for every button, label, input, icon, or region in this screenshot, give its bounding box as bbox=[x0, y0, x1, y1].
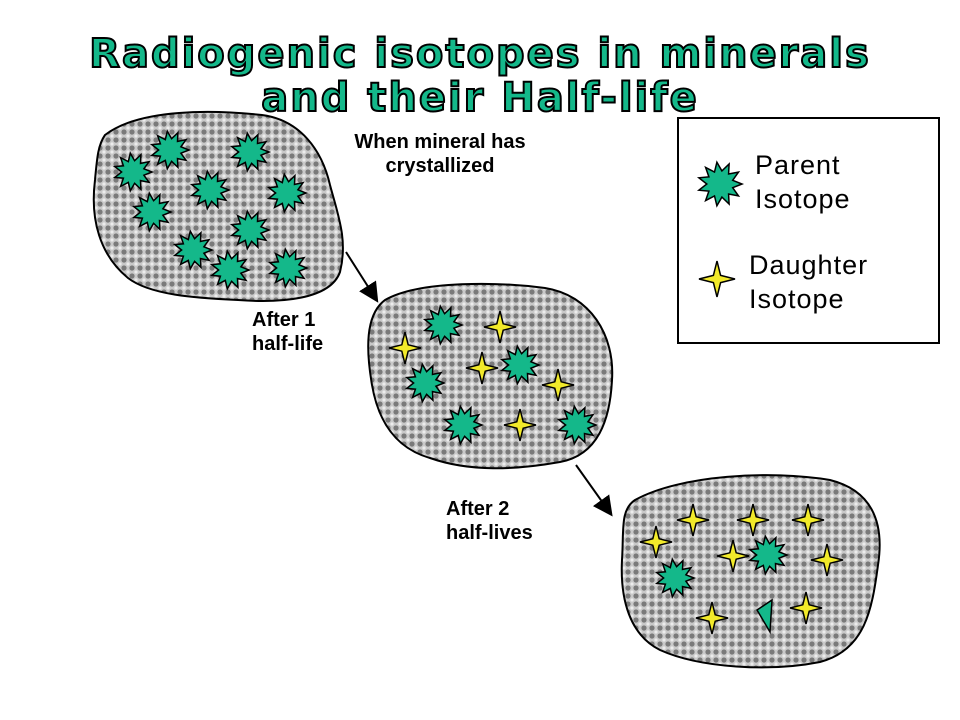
two-half-lives-label: After 2 half-lives bbox=[446, 497, 533, 545]
daughter-isotope bbox=[810, 543, 844, 577]
daughter-isotope bbox=[483, 310, 517, 344]
parent-isotope bbox=[267, 247, 310, 289]
one-half-life-label: After 1 half-life bbox=[252, 308, 323, 356]
daughter-isotope bbox=[736, 503, 770, 537]
daughter-isotope bbox=[789, 591, 823, 625]
mineral-grain-two-half-lives bbox=[620, 474, 881, 669]
daughter-isotope bbox=[695, 601, 729, 635]
parent-isotope bbox=[229, 209, 272, 251]
legend-box: Parent Isotope Daughter Isotope bbox=[677, 117, 940, 344]
parent-isotope bbox=[654, 557, 697, 599]
one-half-life-label-line-1: After 1 bbox=[252, 309, 316, 331]
parent-isotope bbox=[422, 304, 465, 346]
daughter-isotope bbox=[541, 368, 575, 402]
parent-isotope bbox=[229, 131, 272, 173]
parent-isotope bbox=[266, 172, 309, 214]
crystallized-label-line-2: crystallized bbox=[385, 155, 495, 177]
daughter-isotope bbox=[676, 503, 710, 537]
legend-daughter-glyph bbox=[698, 260, 736, 298]
two-half-lives-label-line-1: After 2 bbox=[446, 498, 510, 520]
legend-daughter-line-1: Daughter bbox=[749, 250, 869, 280]
four-point-star-icon bbox=[698, 260, 736, 298]
parent-isotope bbox=[189, 169, 232, 211]
legend-parent-line-1: Parent bbox=[755, 150, 841, 180]
one-half-life-label-line-2: half-life bbox=[252, 333, 324, 355]
parent-isotope bbox=[747, 534, 790, 576]
legend-daughter-label: Daughter Isotope bbox=[749, 249, 868, 317]
parent-isotope bbox=[209, 249, 252, 291]
daughter-isotope bbox=[639, 525, 673, 559]
parent-isotope bbox=[172, 229, 215, 271]
parent-isotope bbox=[112, 151, 155, 193]
legend-parent-line-2: Isotope bbox=[755, 183, 851, 214]
partial-parent-isotope bbox=[755, 598, 773, 635]
parent-isotope bbox=[149, 129, 192, 171]
legend-parent-label: Parent Isotope bbox=[755, 149, 851, 217]
parent-isotope bbox=[499, 344, 542, 386]
parent-isotope bbox=[442, 404, 485, 446]
parent-isotope bbox=[131, 191, 174, 233]
daughter-isotope bbox=[791, 503, 825, 537]
parent-isotope bbox=[556, 404, 599, 446]
spiky-blob-icon bbox=[696, 160, 745, 208]
daughter-isotope bbox=[388, 331, 422, 365]
crystallized-label: When mineral has crystallized bbox=[310, 130, 570, 178]
crystallized-label-line-1: When mineral has bbox=[354, 131, 526, 153]
two-half-lives-label-line-2: half-lives bbox=[446, 522, 533, 544]
legend-daughter-line-2: Isotope bbox=[749, 283, 845, 314]
arrow-to-two-half-lives bbox=[575, 464, 613, 517]
arrow-to-one-half-life bbox=[345, 251, 379, 303]
daughter-isotope bbox=[716, 539, 750, 573]
parent-isotope bbox=[404, 362, 447, 404]
legend-parent-glyph bbox=[696, 160, 745, 208]
daughter-isotope bbox=[503, 408, 537, 442]
title-line-2: and their Half-life bbox=[260, 75, 699, 121]
title-line-1: Radiogenic isotopes in minerals bbox=[88, 31, 871, 77]
daughter-isotope bbox=[465, 351, 499, 385]
